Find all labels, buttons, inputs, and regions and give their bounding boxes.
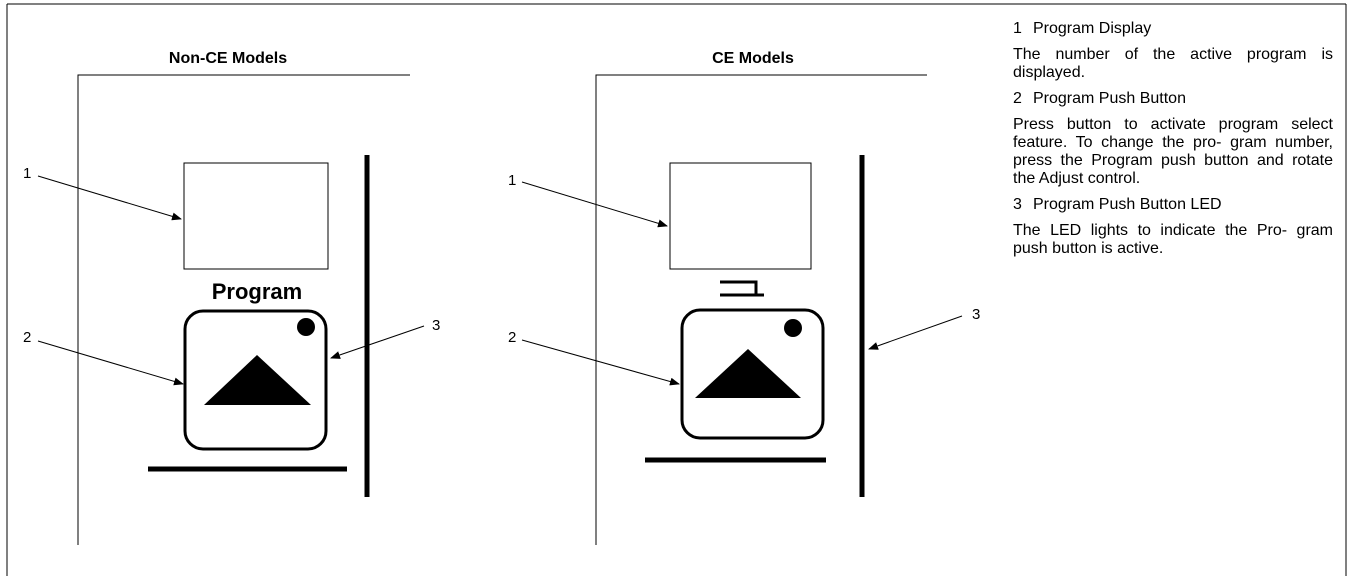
non-ce-callout-3: 3 [432, 317, 440, 334]
non-ce-leader-3 [330, 325, 425, 359]
ce-leader-1 [521, 181, 668, 228]
ce-callout-3: 3 [972, 306, 980, 323]
non-ce-up-triangle-icon [204, 355, 311, 405]
ce-led-indicator [784, 319, 802, 337]
non-ce-callout-2: 2 [23, 329, 31, 346]
ce-up-triangle-icon [695, 349, 801, 398]
ce-leader-3 [868, 315, 963, 350]
ce-callout-2: 2 [508, 329, 516, 346]
figure-border [6, 3, 1347, 576]
ce-panel: CE Models 1 2 3 [508, 50, 980, 545]
non-ce-callout-1: 1 [23, 165, 31, 182]
non-ce-leader-2 [37, 340, 184, 386]
ce-program-symbol-icon [720, 280, 758, 297]
non-ce-housing-outline [77, 74, 410, 545]
legend-item-program-push-button: 2 Program Push Button Press button to ac… [1013, 90, 1333, 188]
ce-program-display [669, 162, 812, 270]
legend-title: Program Push Button LED [1033, 196, 1222, 213]
legend-title: Program Display [1033, 20, 1152, 37]
legend: 1 Program Display The number of the acti… [1013, 20, 1333, 266]
non-ce-panel: Non-CE Models Program 1 2 3 [23, 50, 440, 545]
ce-title: CE Models [712, 50, 794, 67]
legend-description: Press button to activate program select … [1013, 116, 1333, 187]
legend-number: 2 [1013, 90, 1022, 107]
legend-heading: 2 Program Push Button [1013, 90, 1333, 108]
legend-number: 1 [1013, 20, 1022, 37]
non-ce-title: Non-CE Models [169, 50, 287, 67]
non-ce-leader-1 [37, 175, 182, 221]
legend-item-program-push-button-led: 3 Program Push Button LED The LED lights… [1013, 196, 1333, 258]
legend-title: Program Push Button [1033, 90, 1186, 107]
non-ce-program-label: Program [212, 279, 302, 304]
legend-description: The LED lights to indicate the Pro- gram… [1013, 222, 1333, 257]
legend-item-program-display: 1 Program Display The number of the acti… [1013, 20, 1333, 82]
ce-housing-outline [595, 74, 927, 545]
ce-leader-2 [521, 339, 680, 386]
non-ce-led-indicator [297, 318, 315, 336]
ce-callout-1: 1 [508, 172, 516, 189]
legend-number: 3 [1013, 196, 1022, 213]
legend-description: The number of the active program is disp… [1013, 46, 1333, 81]
non-ce-program-display [183, 162, 329, 270]
legend-heading: 1 Program Display [1013, 20, 1333, 38]
legend-heading: 3 Program Push Button LED [1013, 196, 1333, 214]
